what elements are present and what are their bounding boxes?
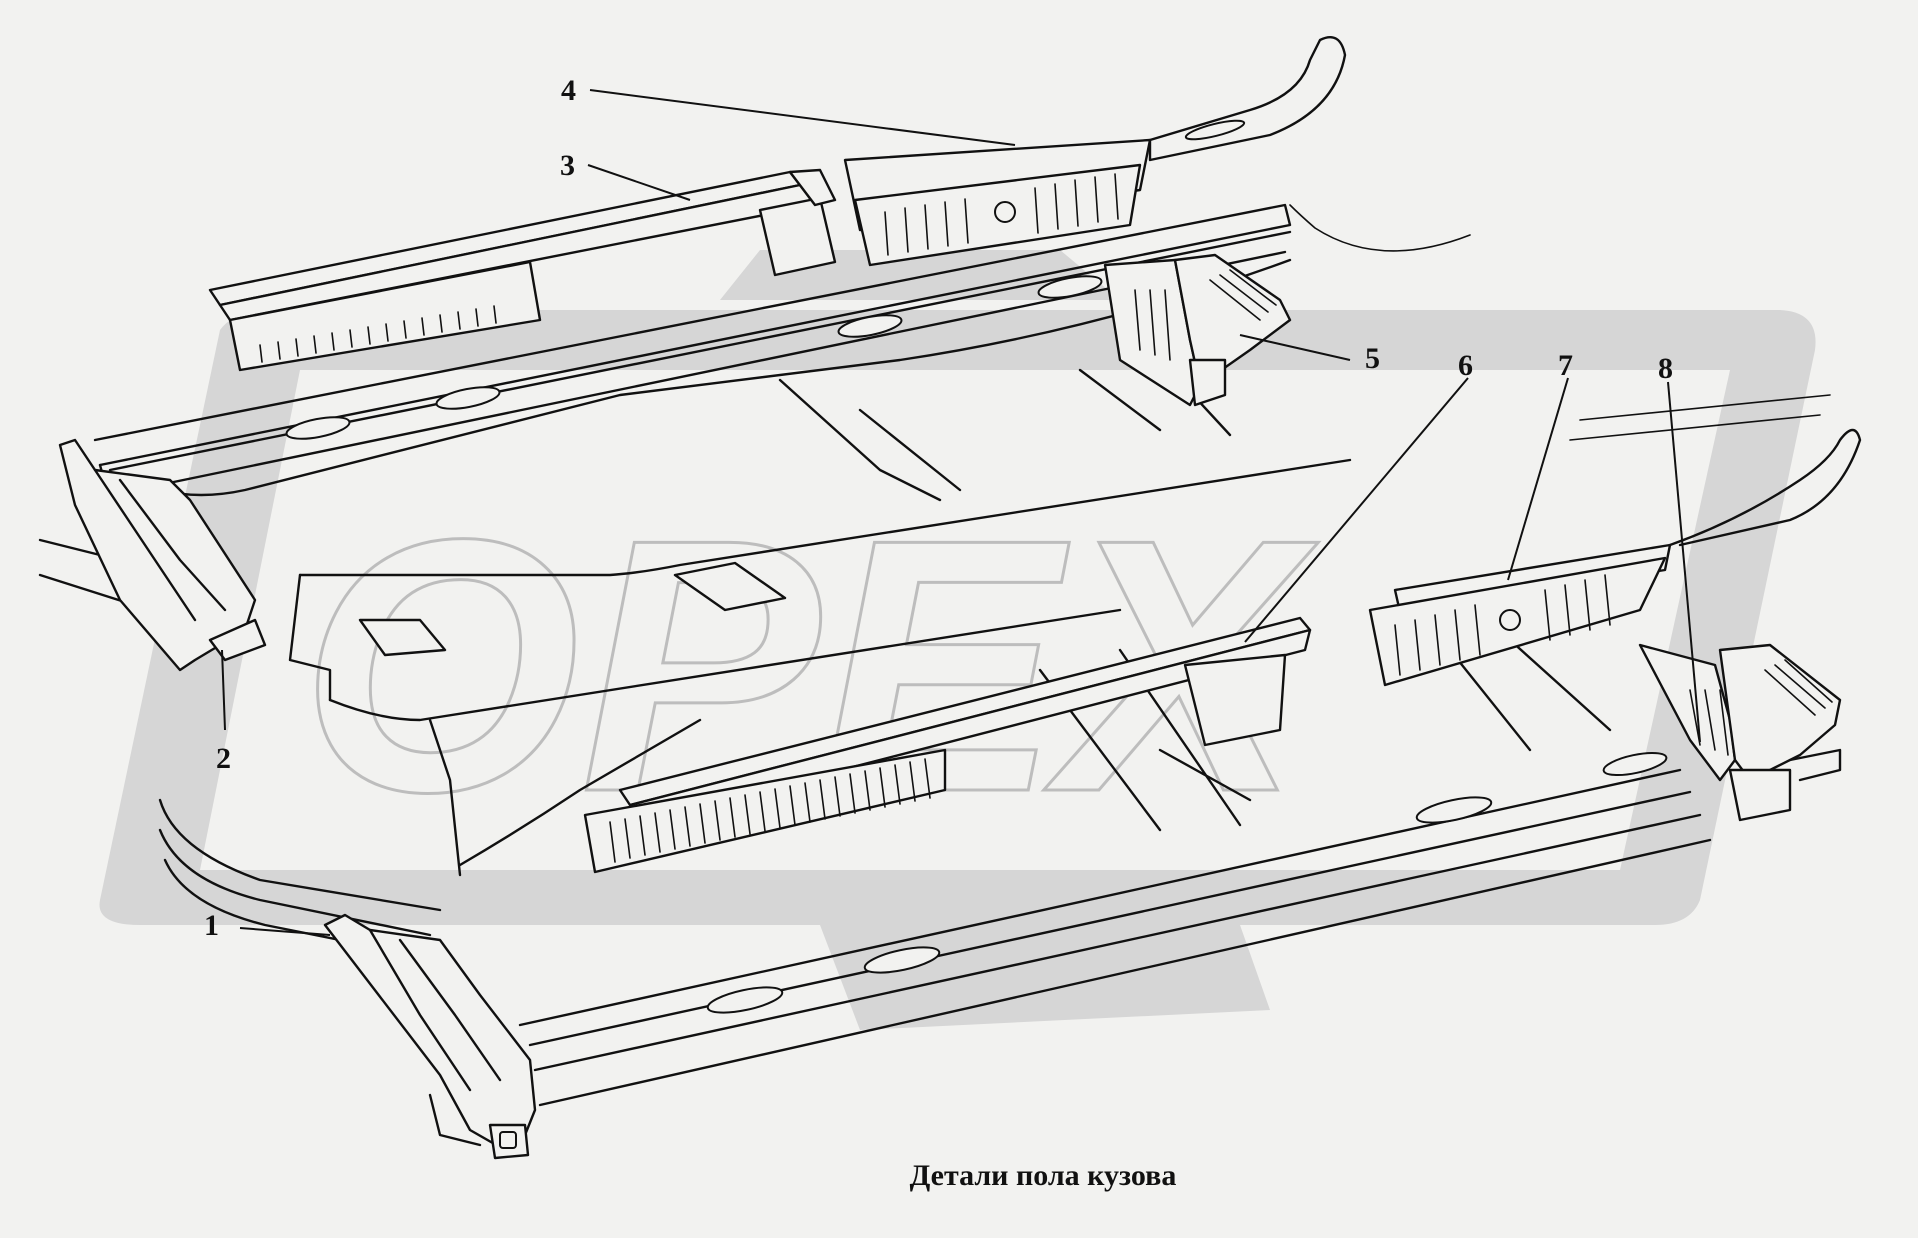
callout-5: 5 bbox=[1365, 342, 1380, 375]
leader-7 bbox=[1507, 377, 1569, 581]
floor-hole-center bbox=[673, 561, 787, 612]
callout-4: 4 bbox=[561, 74, 576, 107]
callout-numbers: 1 2 3 4 5 6 7 8 bbox=[204, 74, 1673, 942]
leader-2 bbox=[221, 649, 226, 731]
leader-6 bbox=[1244, 377, 1469, 643]
part-5-rear-right-mount bbox=[1103, 253, 1292, 407]
callout-2: 2 bbox=[216, 742, 231, 775]
leader-1 bbox=[239, 927, 331, 936]
part-6-front-bracket bbox=[583, 616, 1312, 874]
diagram-caption: Детали пола кузова bbox=[910, 1159, 1177, 1192]
leader-8 bbox=[1667, 381, 1701, 743]
part-4-rear-bracket-right bbox=[843, 35, 1347, 267]
callout-6: 6 bbox=[1458, 349, 1473, 382]
floor-panel bbox=[38, 203, 1831, 1107]
leader-3 bbox=[587, 164, 691, 201]
callout-3: 3 bbox=[560, 149, 575, 182]
part-8-right-front-mount bbox=[1638, 643, 1842, 822]
callout-7: 7 bbox=[1558, 349, 1573, 382]
part-1-left-front-mount bbox=[323, 913, 537, 1160]
callout-1: 1 bbox=[204, 909, 219, 942]
part-7-front-bracket-right bbox=[1368, 428, 1862, 687]
watermark-frame bbox=[99, 310, 1816, 925]
leader-4 bbox=[589, 89, 1016, 146]
leader-lines bbox=[221, 89, 1701, 936]
callout-8: 8 bbox=[1658, 352, 1673, 385]
part-3-rear-bracket bbox=[208, 168, 837, 372]
part-2-left-rear-mount bbox=[58, 438, 267, 672]
leader-5 bbox=[1239, 334, 1351, 361]
floor-hole-left bbox=[358, 618, 447, 657]
